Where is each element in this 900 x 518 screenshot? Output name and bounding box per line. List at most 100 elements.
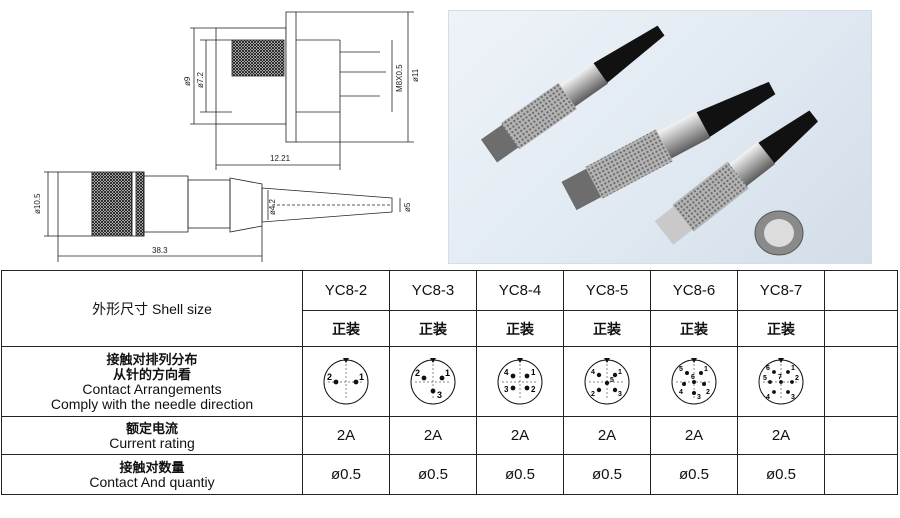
pin-diagram-yc8-6: 5 1 6 4 2 3 [671,357,717,404]
pin-diagram-yc8-7: 6 1 7 5 2 4 3 [758,357,804,404]
dim-body-dia: ø10.5 [33,193,42,214]
row-quantity: 接触对数量 Contact And quantiy ø0.5 ø0.5 ø0.5… [1,454,898,495]
model-yc8-2: YC8-2 [302,270,390,311]
dim-inner-dia-plug: ø4.2 [268,198,277,215]
arrangement-label-en-2: Comply with the needle direction [50,395,254,412]
pin-label: 1 [618,369,622,376]
quantity-label: 接触对数量 Contact And quantiy [1,454,303,495]
pin-diagram-yc8-3: 2 1 3 [410,357,456,404]
arrangement-label-en-1: Contact Arrangements [82,380,222,397]
current-label-en: Current rating [109,434,195,451]
pin-label: 2 [531,385,536,394]
pin-layout-yc8-4: 4 1 3 2 [476,346,564,417]
pin-layout-yc8-7: 6 1 7 5 2 4 3 [737,346,825,417]
spec-table: 外形尺寸 Shell size YC8-2 YC8-3 YC8-4 YC8-5 … [1,270,898,495]
pin-label: 3 [791,394,795,401]
quantity-yc8-6: ø0.5 [650,454,738,495]
mount-yc8-5: 正装 [563,310,651,347]
row-arrangement: 接触对排列分布 从针的方向看 Contact Arrangements Comp… [1,346,898,417]
pin-label: 2 [415,368,420,378]
shell-size-label: 外形尺寸 Shell size [1,270,303,347]
pin-diagram-yc8-5: 4 1 5 2 3 [584,357,630,404]
quantity-yc8-2: ø0.5 [302,454,390,495]
model-yc8-7: YC8-7 [737,270,825,311]
pin-label: 2 [706,389,710,396]
pin-label: 2 [591,391,595,398]
pin-label: 4 [591,369,595,376]
pin-layout-yc8-3: 2 1 3 [389,346,477,417]
plug-drawing [44,171,401,262]
dim-length-bottom: 38.3 [152,246,168,255]
row-mount: 正装 正装 正装 正装 正装 正装 [2,310,898,347]
empty-cell [824,416,898,455]
model-yc8-4: YC8-4 [476,270,564,311]
connector-1-illustration [480,25,665,163]
mount-yc8-2: 正装 [302,310,390,347]
arrangement-label-cn-2: 从针的方向看 [112,366,191,382]
pin-layout-yc8-2: 2 1 [302,346,390,417]
dim-inner-dia: ø7.2 [196,71,205,88]
pin-label: 5 [763,375,767,382]
dim-length-top: 12.21 [270,154,291,163]
quantity-yc8-5: ø0.5 [563,454,651,495]
arrangement-label-cn-1: 接触对排列分布 [106,351,198,367]
pin-label: 6 [691,374,695,381]
mount-yc8-3: 正装 [389,310,477,347]
pin-diagram-yc8-2: 2 1 [323,357,369,404]
row-models: 外形尺寸 Shell size YC8-2 YC8-3 YC8-4 YC8-5 … [1,270,898,347]
model-yc8-5: YC8-5 [563,270,651,311]
dim-outer-dia: ø9 [183,76,192,86]
quantity-yc8-3: ø0.5 [389,454,477,495]
row-current: 额定电流 Current rating 2A 2A 2A 2A 2A 2A [1,416,898,455]
model-yc8-6: YC8-6 [650,270,738,311]
current-label: 额定电流 Current rating [1,416,303,455]
empty-cell [824,270,898,311]
current-label-cn: 额定电流 [125,420,178,436]
pin-layout-yc8-5: 4 1 5 2 3 [563,346,651,417]
pin-label: 7 [778,374,782,381]
dim-thread: M8X0.5 [395,64,404,92]
current-yc8-4: 2A [476,416,564,455]
pin-label: 5 [610,377,614,384]
empty-cell [824,454,898,495]
pin-label: 2 [327,372,332,382]
arrangement-label: 接触对排列分布 从针的方向看 Contact Arrangements Comp… [1,346,303,417]
current-yc8-7: 2A [737,416,825,455]
pin-label: 1 [445,368,450,378]
current-yc8-5: 2A [563,416,651,455]
current-yc8-3: 2A [389,416,477,455]
quantity-label-cn: 接触对数量 [119,459,185,475]
technical-drawings: ø9 ø7.2 M8X0.5 ø11 12.21 ø10.5 ø4.2 ø5 3… [33,11,420,262]
mount-yc8-4: 正装 [476,310,564,347]
quantity-yc8-7: ø0.5 [737,454,825,495]
connector-3-illustration [654,110,819,245]
product-illustration [480,25,819,256]
pin-label: 3 [618,391,622,398]
pin-label: 3 [697,394,701,401]
quantity-yc8-4: ø0.5 [476,454,564,495]
pin-label: 5 [679,366,683,373]
pin-label: 2 [795,375,799,382]
current-yc8-2: 2A [302,416,390,455]
pin-label: 1 [791,365,795,372]
pin-diagram-yc8-4: 4 1 3 2 [497,357,543,404]
model-yc8-3: YC8-3 [389,270,477,311]
pin-label: 3 [437,390,442,400]
pin-layout-yc8-6: 5 1 6 4 2 3 [650,346,738,417]
pin-label: 1 [704,366,708,373]
product-photo [448,10,872,264]
empty-cell [824,310,898,347]
mount-yc8-6: 正装 [650,310,738,347]
pin-label: 1 [359,372,364,382]
pin-label: 3 [504,385,509,394]
pin-label: 4 [679,389,683,396]
mount-yc8-7: 正装 [737,310,825,347]
pin-label: 4 [766,394,770,401]
pin-label: 6 [766,365,770,372]
pin-label: 1 [531,368,536,377]
pin-label: 4 [504,368,509,377]
receptacle-drawing [190,11,414,170]
empty-cell [824,346,898,417]
receptacle-illustration [754,210,804,256]
dim-flange: ø11 [411,68,420,82]
